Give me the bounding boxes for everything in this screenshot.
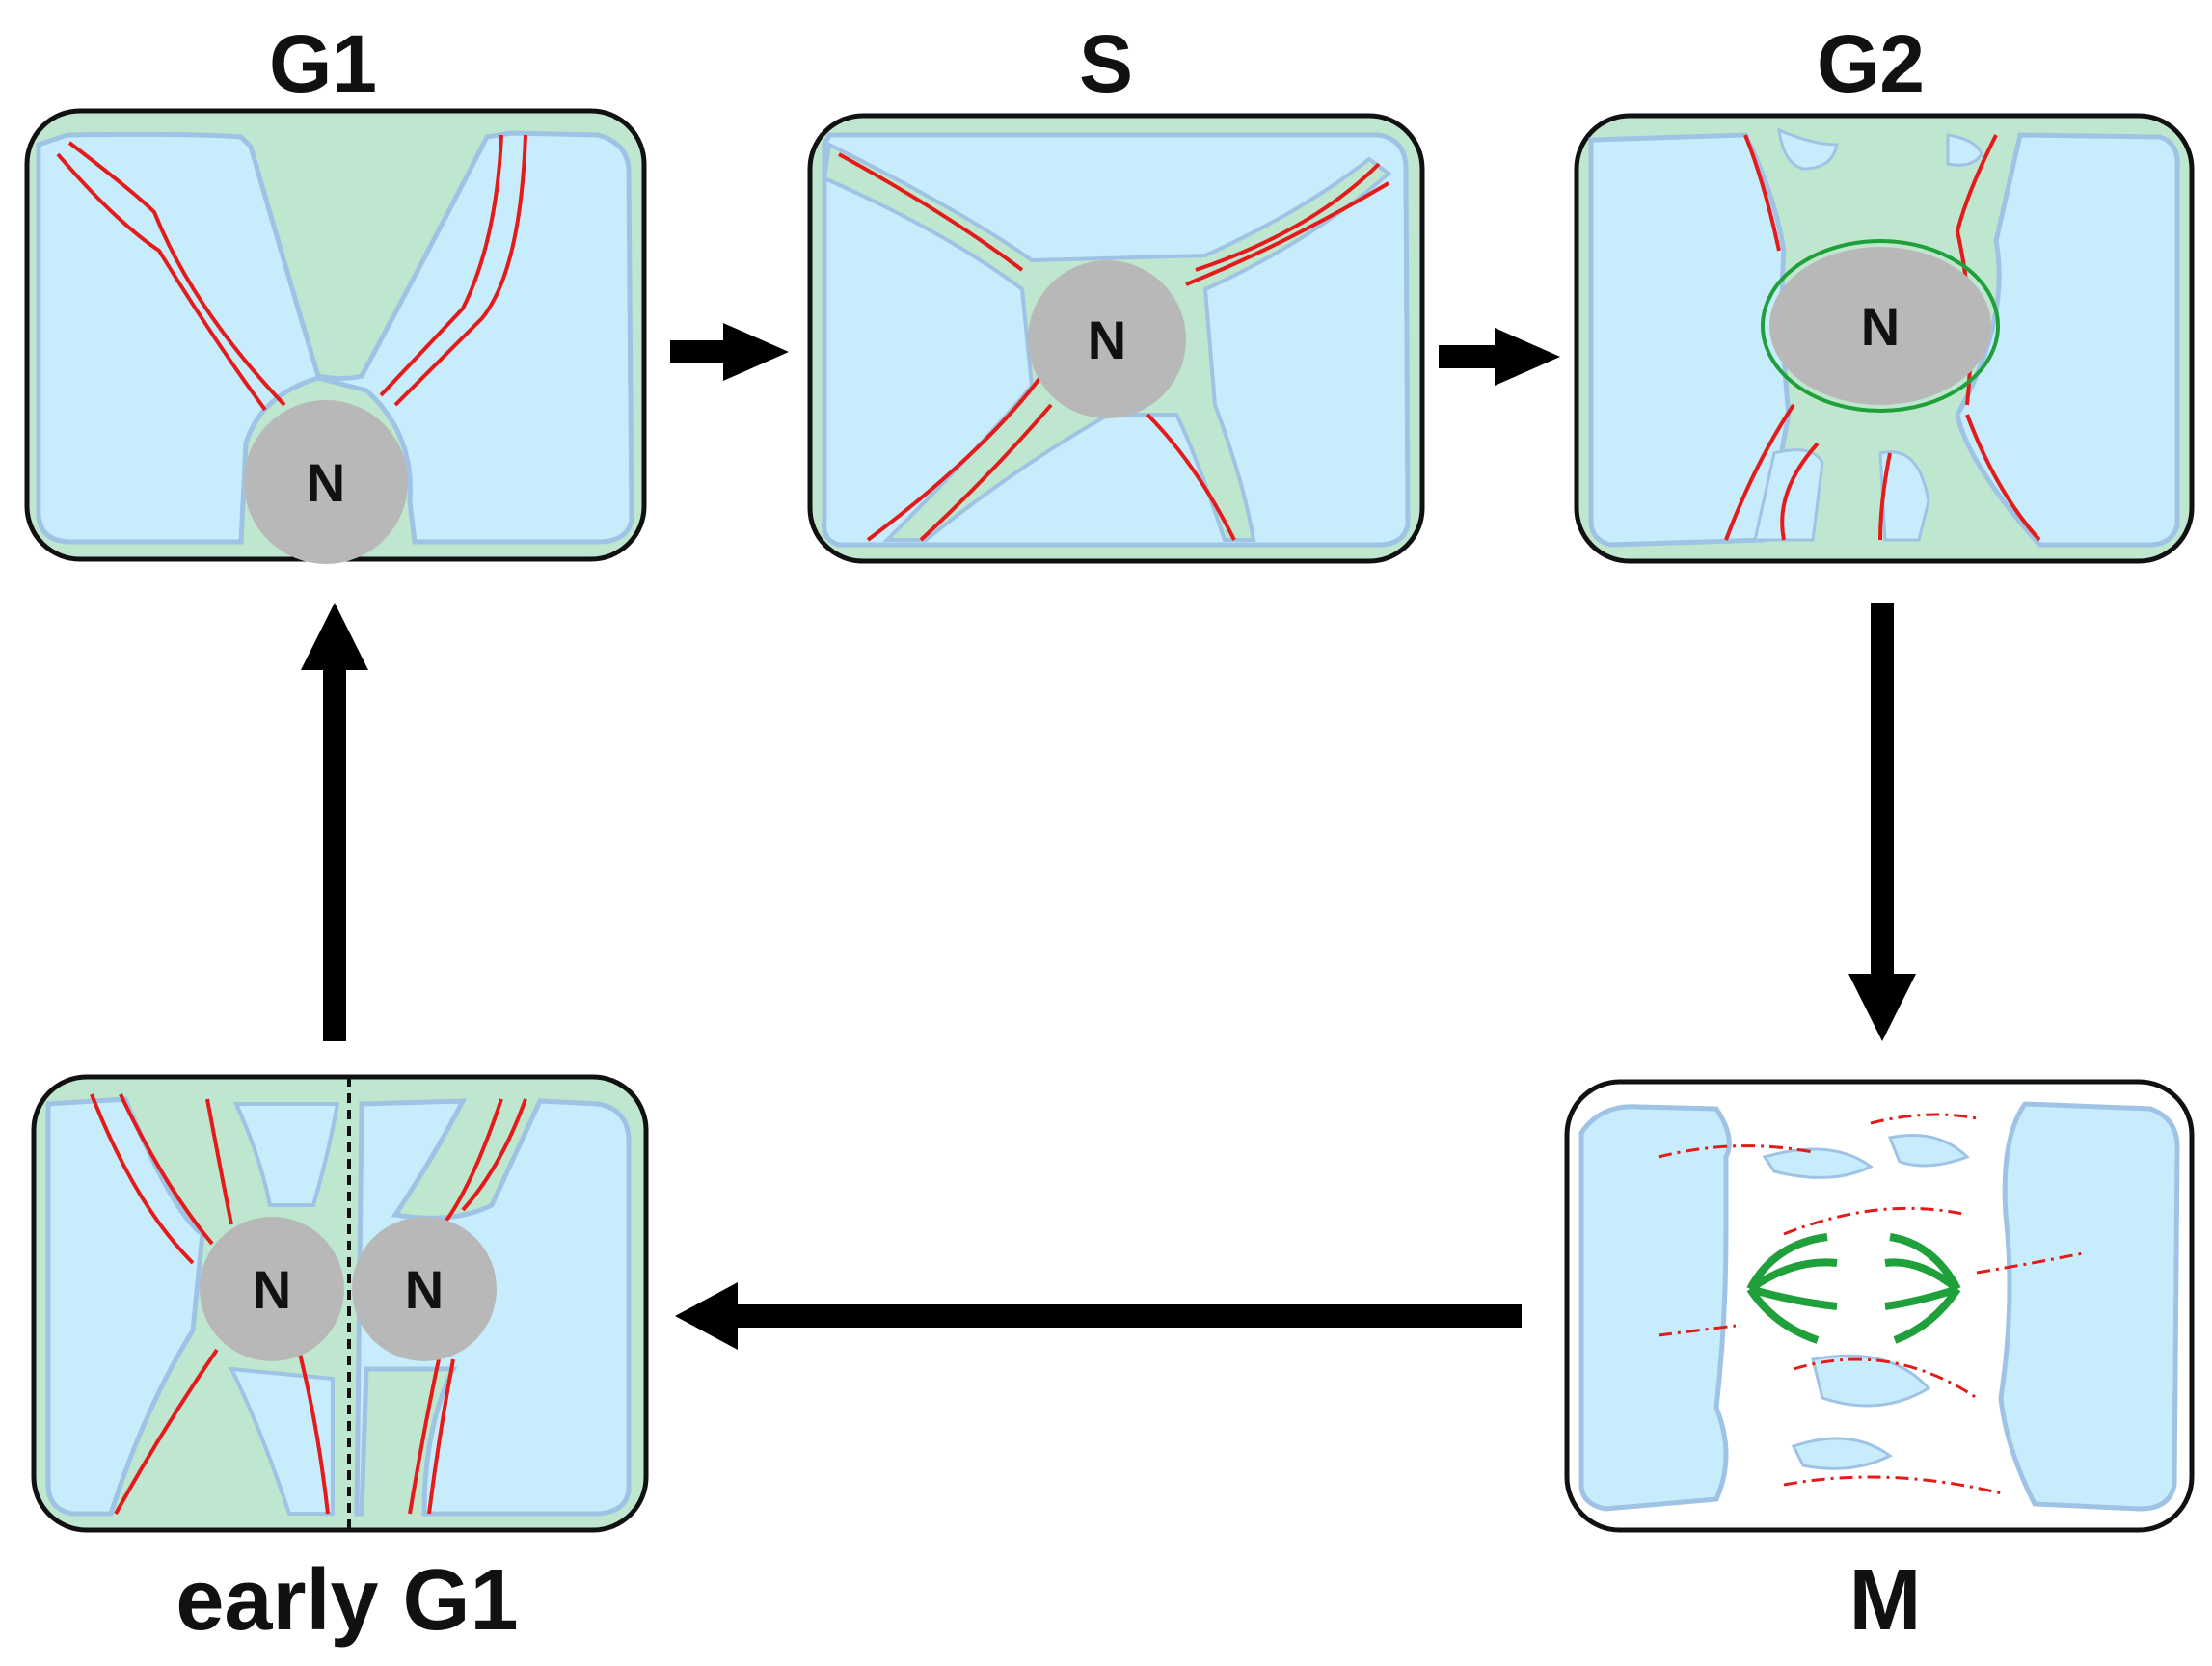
spindle-fiber: [1747, 1258, 1838, 1293]
nucleus-label-right: N: [405, 1259, 444, 1320]
arrow-g1-to-s: [670, 323, 789, 381]
cell-g1: N: [24, 108, 647, 564]
actin-fragment: [1658, 1144, 1814, 1159]
actin-cable: [90, 1093, 195, 1265]
spindle-fiber: [1884, 1258, 1960, 1293]
actin-cable: [114, 1348, 219, 1515]
nucleus-label-left: N: [253, 1259, 291, 1320]
stage-label-s: S: [1079, 18, 1133, 109]
small-vacuole: [1777, 127, 1839, 171]
actin-cable: [919, 403, 1053, 542]
actin-cable: [461, 1098, 527, 1212]
actin-cable: [1780, 442, 1820, 541]
cell-s: N: [807, 113, 1425, 564]
actin-cable: [119, 1093, 214, 1246]
actin-fragment: [1783, 1206, 1968, 1236]
actin-cable: [297, 1349, 330, 1515]
nucleus-label: N: [307, 452, 345, 513]
spindle-fiber: [1889, 1233, 1961, 1291]
actin-cable: [67, 141, 286, 407]
actin-cable: [1965, 414, 2041, 542]
vacuole-center-left: [232, 1102, 340, 1207]
vacuole: [36, 130, 634, 545]
vacuole-center-bottom: [228, 1366, 335, 1516]
arrow-m-to-early-g1: [675, 1282, 1522, 1350]
actin-fragment: [1870, 1113, 1978, 1125]
nucleus: [244, 400, 408, 564]
spindle-fiber: [1884, 1285, 1959, 1310]
actin-cable: [427, 1358, 455, 1515]
arrow-g2-to-m: [1848, 603, 1916, 1041]
small-vacuole: [1946, 133, 1983, 167]
actin-cable: [1146, 413, 1236, 541]
nucleus: [1769, 247, 1991, 405]
actin-cable: [1743, 134, 1781, 252]
actin-cable: [1185, 181, 1390, 286]
spindle-fiber: [1893, 1286, 1961, 1344]
stage-label-g2: G2: [1817, 18, 1925, 109]
vacuole-fragment: [1887, 1134, 1970, 1168]
actin-fragment: [1976, 1251, 2084, 1275]
small-vacuole: [1878, 450, 1930, 542]
actin-cable: [56, 152, 267, 412]
cell-g2: N: [1574, 113, 2195, 564]
vacuole-fragment: [1811, 1354, 1931, 1408]
actin-cable: [442, 1098, 503, 1226]
stage-label-m: M: [1849, 1552, 1922, 1649]
stage-label-g1: G1: [269, 18, 377, 109]
actin-cable: [408, 1358, 441, 1515]
nucleus: [1028, 260, 1186, 418]
actin-cable: [393, 134, 527, 407]
actin-cable: [379, 134, 503, 397]
actin-fragment: [1793, 1357, 1978, 1400]
actin-cable: [1878, 452, 1892, 541]
actin-fragment: [1658, 1324, 1737, 1337]
vacuole-left: [45, 1096, 205, 1517]
vacuole-fragment: [1791, 1437, 1893, 1470]
arrow-s-to-g2: [1439, 328, 1560, 386]
actin-cable: [866, 374, 1043, 542]
cell-m: [1564, 1079, 2195, 1533]
vacuole-right: [1998, 1101, 2180, 1512]
spindle-fiber: [1746, 1233, 1828, 1291]
actin-cable: [1724, 403, 1795, 541]
nucleus-right: [352, 1217, 497, 1361]
nucleus-label: N: [1861, 296, 1900, 357]
spindle-fiber: [1746, 1286, 1820, 1344]
nuclear-envelope: [1761, 239, 2000, 413]
vacuole-left: [1578, 1104, 1732, 1512]
cell-early-g1: N N: [31, 1074, 649, 1533]
vacuole-left: [1588, 132, 1792, 548]
spindle-fiber: [1748, 1285, 1838, 1310]
nucleus-label: N: [1088, 309, 1126, 370]
actin-cable: [205, 1098, 233, 1225]
actin-cable: [838, 152, 1024, 272]
nucleus-left: [200, 1217, 344, 1361]
arrow-early-g1-to-g1: [301, 603, 368, 1041]
actin-cable: [1195, 162, 1381, 272]
stage-label-early-g1: early G1: [175, 1552, 518, 1649]
vacuole-right: [1955, 132, 2180, 548]
small-vacuole: [1753, 448, 1824, 542]
